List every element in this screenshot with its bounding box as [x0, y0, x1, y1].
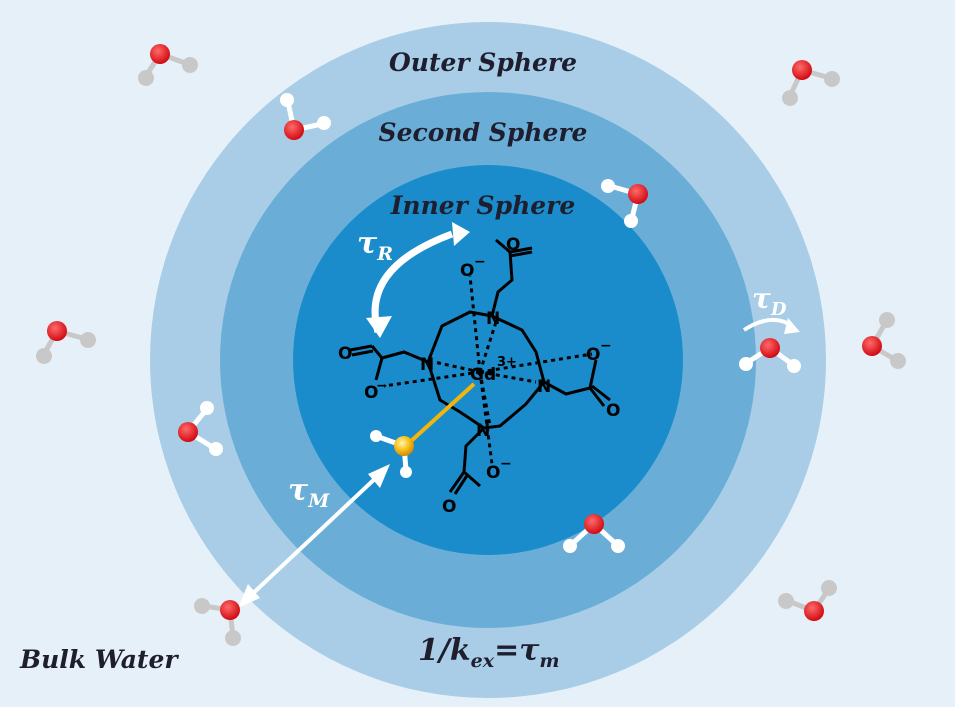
arm-top: [490, 238, 514, 317]
atom-labels: Gd 3+ N N N N O − O O O − O − O O − O: [338, 235, 620, 517]
tau-d-main: τ: [752, 282, 771, 315]
eq-k: k: [450, 633, 471, 668]
o-minus-left-sign: −: [376, 378, 388, 394]
o-minus-top: O: [460, 261, 474, 281]
tau-r-symbol: τR: [357, 226, 393, 265]
tau-m-symbol: τM: [288, 473, 330, 512]
n-label-bottom: N: [476, 421, 490, 441]
water-molecule: [138, 44, 198, 86]
o-carbonyl-bottom: O: [442, 497, 456, 517]
exchange-arrow: [246, 472, 382, 600]
coordination-bonds: [383, 275, 593, 465]
eq-k-sub: ex: [471, 650, 495, 672]
water-molecule: [601, 179, 648, 228]
water-molecule: [36, 321, 96, 364]
bulk-water-label: Bulk Water: [19, 645, 179, 674]
o-minus-bottom-sign: −: [500, 456, 512, 472]
eq-equals: =: [494, 633, 519, 668]
arm-left-o: [374, 357, 384, 381]
exchange-equation: 1/kex=τm: [418, 633, 560, 672]
tau-m-sub: M: [307, 490, 330, 512]
water-molecule: [194, 598, 241, 646]
inner-sphere: [293, 165, 683, 555]
coordinated-water-oxygen: [394, 436, 414, 456]
ring-bond-nw: [426, 310, 493, 363]
o-minus-top-sign: −: [474, 254, 486, 270]
tau-d-sub: D: [770, 299, 787, 320]
exchange-arrowhead-out: [238, 584, 260, 608]
n-label-left: N: [420, 355, 434, 375]
water-molecule: [280, 93, 331, 140]
outer-sphere-label: Outer Sphere: [389, 48, 577, 77]
coordinated-water-bond: [408, 382, 476, 444]
o-minus-right-sign: −: [600, 338, 612, 354]
arm-left: [370, 345, 429, 364]
exchange-arrowhead-in: [368, 464, 390, 488]
o-carbonyl-right: O: [606, 401, 620, 421]
arm-right: [543, 359, 598, 396]
o-carbonyl-top: O: [506, 235, 520, 255]
gd-label: Gd: [470, 365, 496, 385]
water-molecule: [782, 60, 840, 106]
inner-sphere-label: Inner Sphere: [390, 191, 576, 220]
o-minus-bottom: O: [486, 463, 500, 483]
arm-top-carbonyl: [509, 246, 533, 254]
arm-bottom: [462, 426, 486, 488]
rotation-arrow: [366, 222, 470, 338]
coordinated-water-h1: [370, 430, 382, 442]
water-molecule: [778, 580, 837, 621]
ring-bond-se: [483, 381, 546, 430]
o-minus-left: O: [364, 383, 378, 403]
eq-tau: τ: [519, 633, 540, 668]
tau-m-main: τ: [288, 473, 309, 508]
tau-d-symbol: τD: [752, 282, 787, 320]
o-minus-right: O: [586, 345, 600, 365]
coordinated-water-h2: [400, 466, 412, 478]
water-molecule: [178, 401, 223, 456]
eq-tau-sub: m: [539, 650, 559, 672]
second-sphere-label: Second Sphere: [379, 118, 588, 147]
water-molecule: [739, 338, 801, 373]
n-label-top: N: [486, 309, 500, 329]
o-carbonyl-left: O: [338, 344, 352, 364]
gd-charge: 3+: [497, 355, 517, 370]
eq-lhs: 1/: [418, 633, 453, 668]
water-molecule: [563, 514, 625, 553]
gd-complex: [349, 238, 611, 495]
n-label-right: N: [537, 377, 551, 397]
tau-r-main: τ: [357, 226, 378, 261]
water-molecule: [862, 312, 906, 369]
diffusion-arrow: [742, 318, 800, 334]
ring-bond-ne: [491, 314, 546, 383]
tau-r-sub: R: [376, 243, 393, 265]
